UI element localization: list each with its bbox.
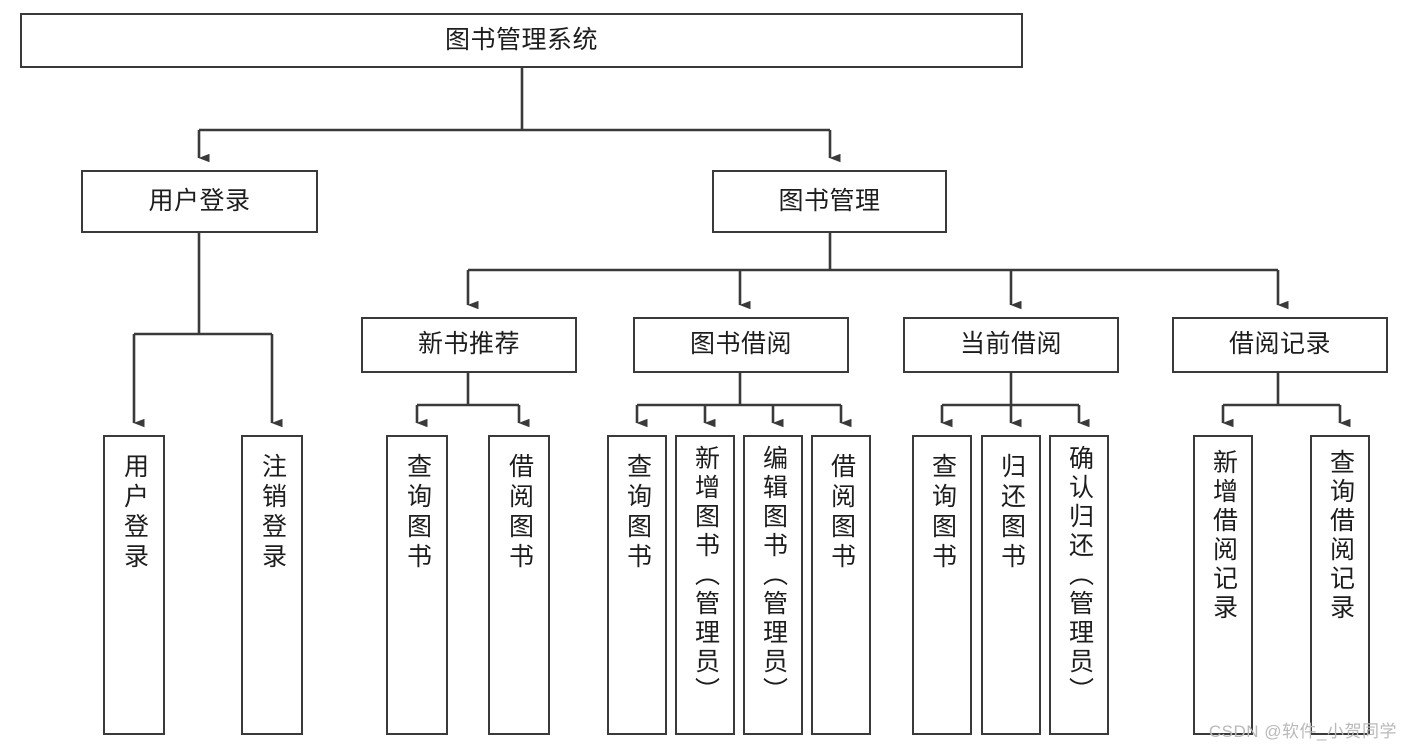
node-leaf-query-book-2[interactable]: 查询图书 — [607, 435, 667, 735]
node-book-borrow-label: 图书借阅 — [689, 330, 792, 359]
node-user-login-label: 用户登录 — [148, 186, 251, 215]
node-book-management[interactable]: 图书管理 — [712, 170, 947, 233]
node-leaf-add-record[interactable]: 新增借阅记录 — [1193, 435, 1253, 735]
node-leaf-logout-login-label: 注销登录 — [258, 453, 287, 573]
node-leaf-borrow-book-2[interactable]: 借阅图书 — [811, 435, 871, 735]
node-leaf-edit-book[interactable]: 编辑图书（管理员） — [743, 435, 803, 735]
node-leaf-add-record-label: 新增借阅记录 — [1209, 449, 1238, 623]
node-leaf-query-book-1[interactable]: 查询图书 — [386, 435, 448, 735]
node-book-management-label: 图书管理 — [778, 186, 881, 215]
node-current-borrow[interactable]: 当前借阅 — [903, 317, 1119, 373]
node-leaf-query-record[interactable]: 查询借阅记录 — [1310, 435, 1370, 735]
node-leaf-query-book-2-label: 查询图书 — [623, 453, 652, 573]
node-book-borrow[interactable]: 图书借阅 — [633, 317, 849, 373]
node-user-login[interactable]: 用户登录 — [81, 170, 318, 233]
node-leaf-return-book[interactable]: 归还图书 — [981, 435, 1041, 735]
node-leaf-return-book-label: 归还图书 — [997, 453, 1026, 573]
node-leaf-add-book-label: 新增图书（管理员） — [691, 445, 720, 706]
node-leaf-user-login[interactable]: 用户登录 — [103, 435, 165, 735]
node-leaf-borrow-book-1[interactable]: 借阅图书 — [488, 435, 550, 735]
node-leaf-borrow-book-2-label: 借阅图书 — [827, 453, 856, 573]
node-leaf-query-book-3-label: 查询图书 — [928, 453, 957, 573]
node-current-borrow-label: 当前借阅 — [959, 330, 1062, 359]
node-leaf-query-book-3[interactable]: 查询图书 — [912, 435, 972, 735]
node-leaf-logout-login[interactable]: 注销登录 — [241, 435, 303, 735]
node-leaf-confirm-return-label: 确认归还（管理员） — [1065, 445, 1094, 706]
node-leaf-query-book-1-label: 查询图书 — [403, 453, 432, 573]
node-leaf-borrow-book-1-label: 借阅图书 — [505, 453, 534, 573]
node-root-label: 图书管理系统 — [444, 25, 598, 54]
node-leaf-user-login-label: 用户登录 — [120, 453, 149, 573]
node-new-book-recommend[interactable]: 新书推荐 — [361, 317, 577, 373]
node-leaf-query-record-label: 查询借阅记录 — [1326, 449, 1355, 623]
watermark: CSDN @软件_小贺同学 — [1208, 722, 1397, 741]
node-borrow-record-label: 借阅记录 — [1228, 330, 1331, 359]
node-leaf-edit-book-label: 编辑图书（管理员） — [759, 445, 788, 706]
node-new-book-recommend-label: 新书推荐 — [417, 330, 520, 359]
node-root[interactable]: 图书管理系统 — [20, 13, 1023, 68]
node-leaf-add-book[interactable]: 新增图书（管理员） — [675, 435, 735, 735]
node-leaf-confirm-return[interactable]: 确认归还（管理员） — [1049, 435, 1109, 735]
node-borrow-record[interactable]: 借阅记录 — [1172, 317, 1388, 373]
